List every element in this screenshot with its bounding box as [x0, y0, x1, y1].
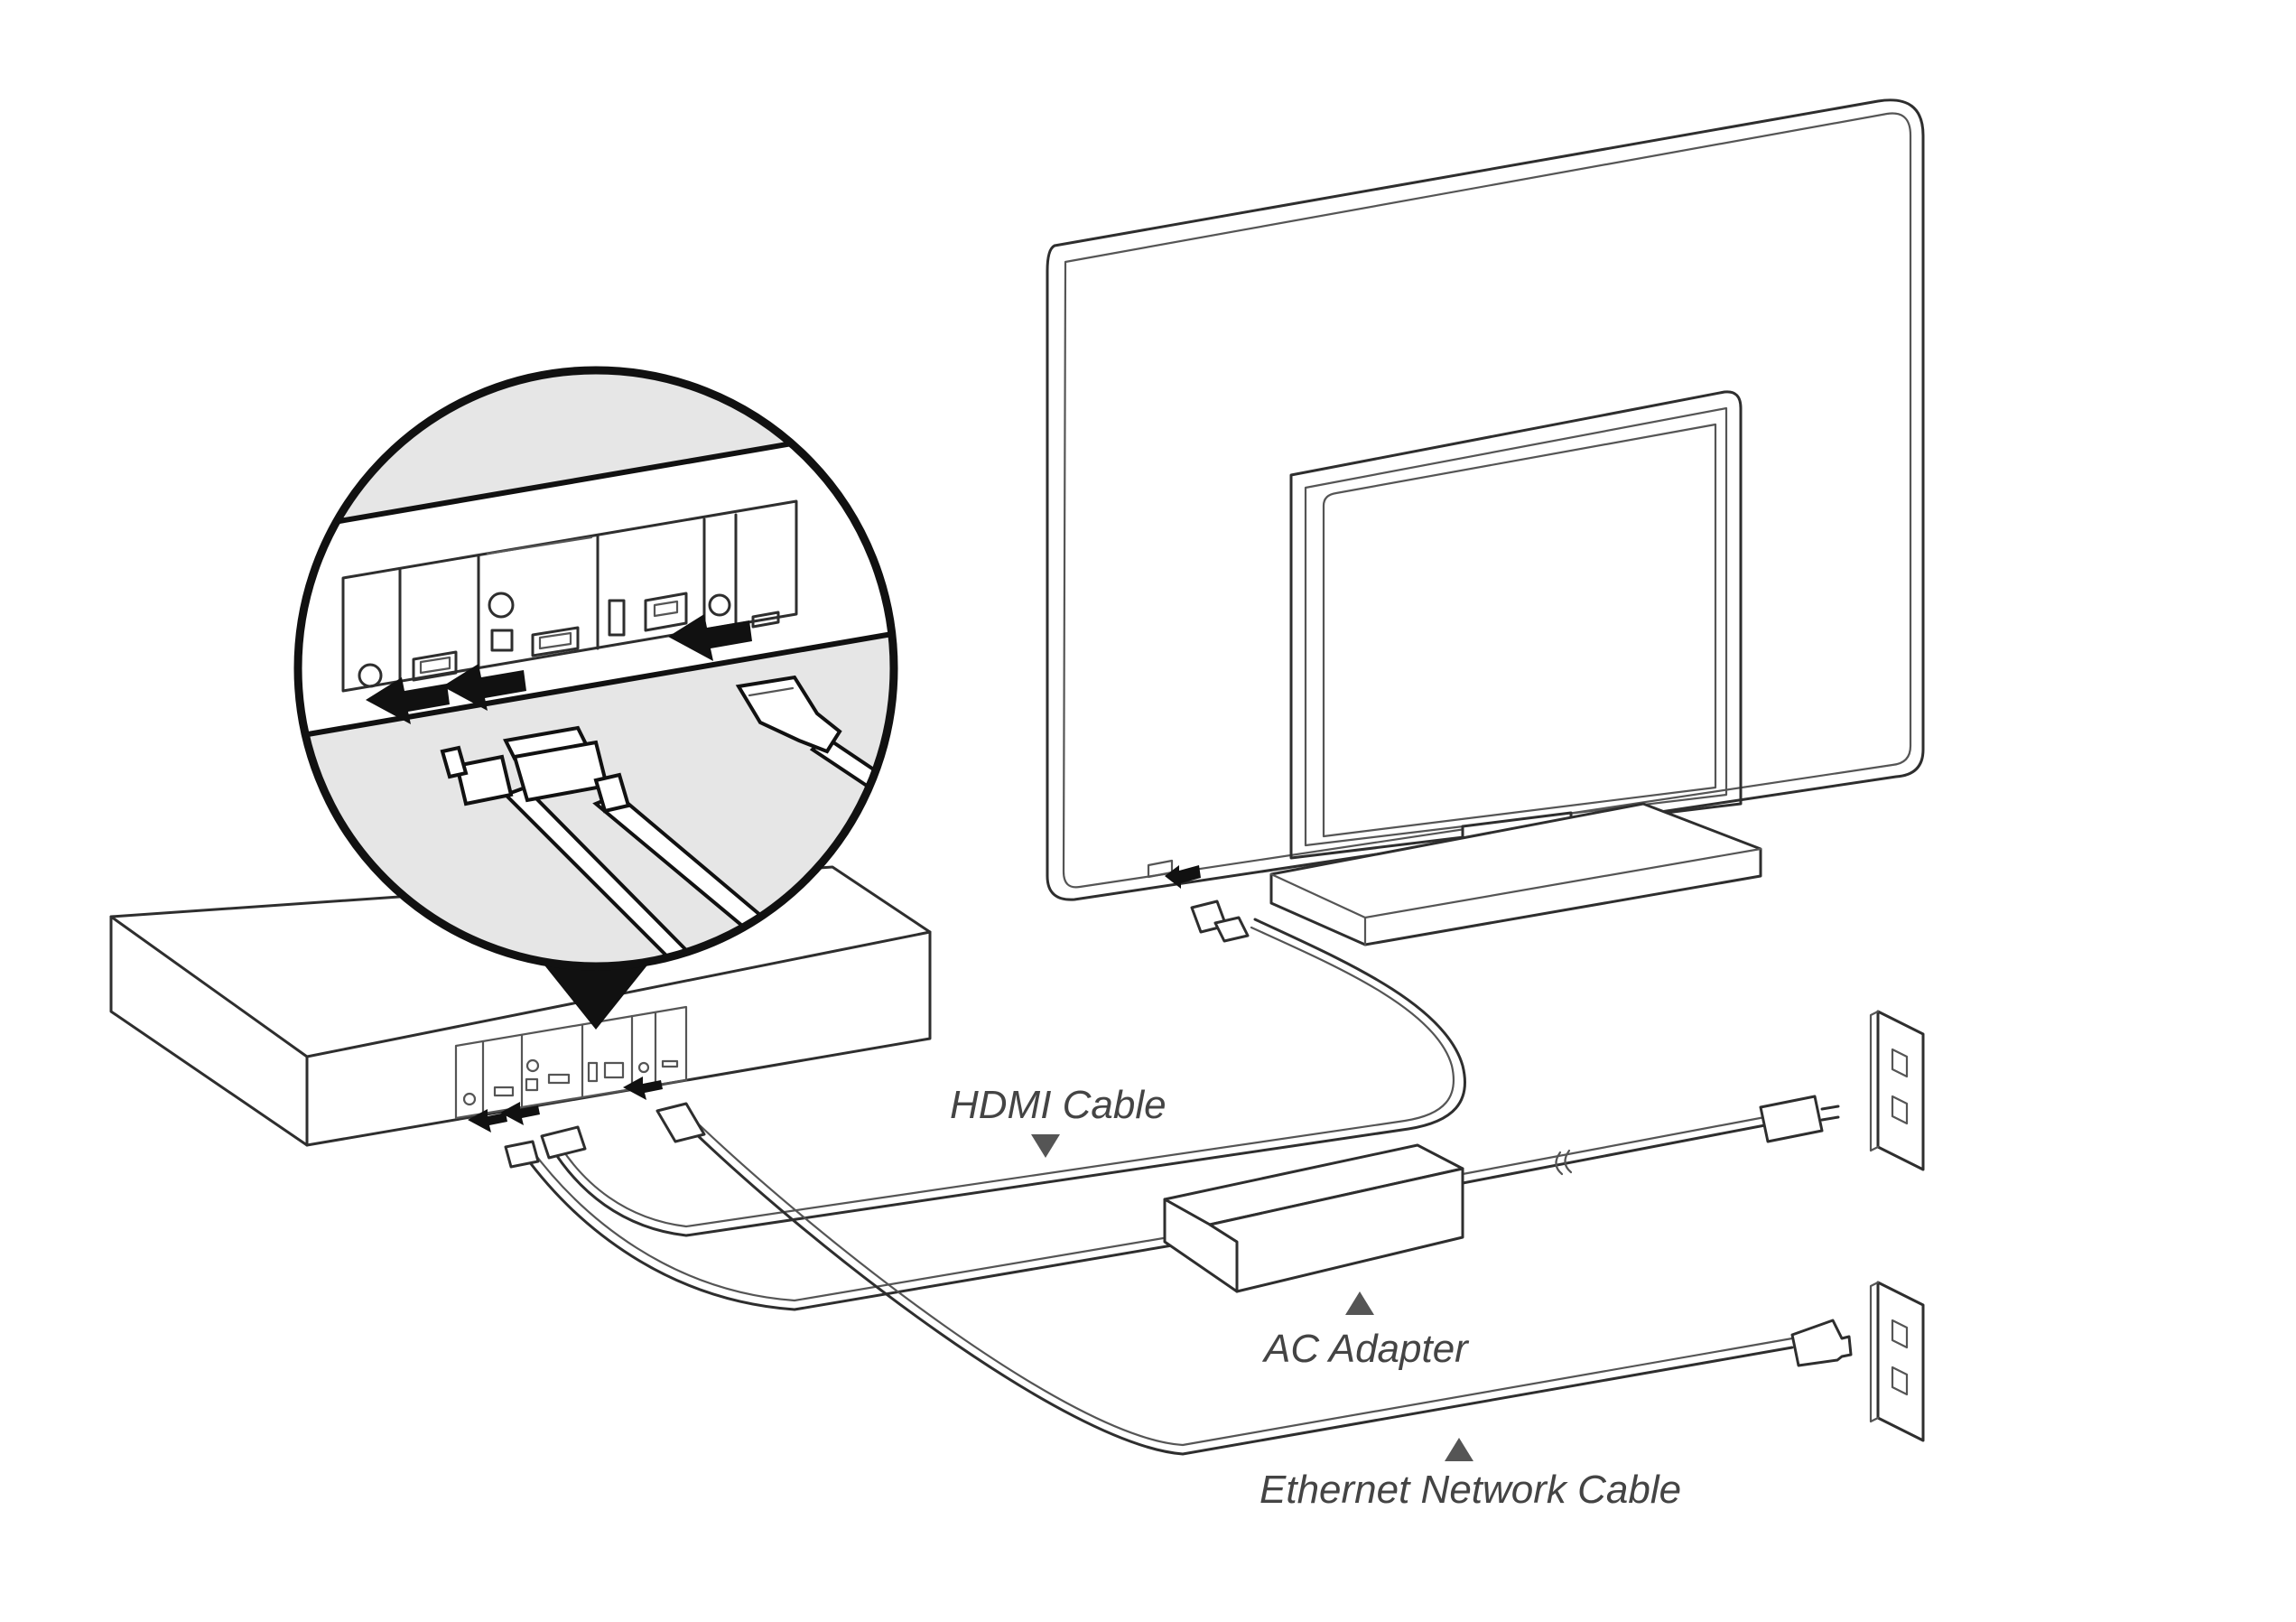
power-plug-box: [504, 1140, 540, 1169]
hdmi-plug-tv-collar: [1213, 916, 1250, 943]
zoom-port-panel: [341, 499, 798, 693]
box-usb-port: [587, 1061, 599, 1083]
zoom-power-plug-tip: [440, 745, 469, 779]
tv-inner-frame: [1062, 112, 1912, 889]
zoom-ethernet-port: [644, 592, 688, 632]
box-ethernet-port: [603, 1061, 625, 1079]
power-outlet: [1869, 1010, 1925, 1171]
box-rear-panel: [454, 1005, 688, 1120]
hdmi-cable-outer: [547, 918, 1466, 1237]
ethernet-cable-pointer-icon: [1445, 1438, 1473, 1461]
zoom-arrow-hdmi: [442, 664, 526, 711]
zoom-hdmi-in-port: [412, 650, 458, 682]
zoom-power-plug: [454, 754, 514, 806]
ethernet-cable-label: Ethernet Network Cable: [1260, 1468, 1681, 1512]
adapter-side: [1208, 1167, 1464, 1293]
power-outlet-edge: [1869, 1010, 1880, 1152]
zoom-micro-port: [751, 611, 780, 629]
port-arrows: [468, 865, 1201, 1133]
ethernet-cable-outer: [689, 1127, 1794, 1456]
zoom-power-jack: [358, 663, 383, 688]
tv-base-edge: [1269, 847, 1762, 946]
mains-plug-prongs: [1820, 1105, 1840, 1122]
box-rear-dividers: [481, 1011, 657, 1114]
zoom-usb-port: [608, 599, 626, 637]
ethernet-plug-box: [655, 1102, 706, 1143]
box-hdmi-out-port: [547, 1073, 571, 1085]
zoom-ethernet-clip: [748, 686, 795, 697]
tv-base: [1269, 802, 1762, 946]
hdmi-cable-pointer-icon: [1031, 1134, 1060, 1158]
power-outlet-sockets: [1891, 1048, 1909, 1125]
hdmi-cable-inner: [554, 926, 1455, 1228]
tv-monitor: [1046, 98, 1925, 946]
zoom-bottom-edge: [298, 629, 894, 743]
zoom-pointer-icon: [538, 957, 654, 1030]
mains-plug: [1759, 1095, 1824, 1143]
arrow-box-hdmi: [500, 1102, 540, 1125]
tv-back-panel-recess: [1322, 423, 1717, 838]
mains-cable-inner: [1461, 1114, 1771, 1176]
power-cable-outer: [522, 1152, 1185, 1311]
network-outlet-edge: [1869, 1281, 1880, 1423]
labels: HDMI Cable AC Adapter Ethernet Network C…: [950, 1083, 1681, 1512]
zoom-ethernet-inner: [653, 600, 679, 618]
cables: [522, 918, 1794, 1456]
hdmi-plug-box: [540, 1125, 587, 1160]
power-outlet-plate: [1876, 1010, 1925, 1171]
arrow-tv-hdmi: [1165, 865, 1201, 889]
zoom-arrow-ethernet: [668, 614, 752, 661]
box-power-jack: [462, 1092, 477, 1106]
hdmi-cable-label: HDMI Cable: [950, 1083, 1167, 1127]
mains-cable-break: [1555, 1149, 1573, 1176]
zoom-hdmi-out-inner: [538, 631, 572, 650]
box-optical-port: [525, 1077, 539, 1092]
zoom-ethernet-plug: [735, 675, 842, 754]
network-outlet-plate: [1876, 1281, 1925, 1442]
zoom-callout: [293, 366, 898, 1030]
zoom-hdmi-out-port: [531, 626, 580, 657]
mains-cable-outer: [1461, 1123, 1771, 1185]
zoom-panel-dividers: [398, 513, 738, 682]
box-hdmi-port: [493, 1086, 515, 1097]
zoom-hdmi-in-inner: [419, 656, 451, 675]
ethernet-plug-wall: [1790, 1319, 1853, 1367]
zoom-hdmi-plug-collar: [593, 772, 631, 814]
tv-back-panel: [1289, 390, 1743, 860]
zoom-panel-ridge: [486, 536, 593, 555]
box-micro-port: [661, 1059, 679, 1068]
box-reset-hole: [637, 1061, 650, 1074]
ac-adapter-pointer-icon: [1345, 1291, 1374, 1315]
power-cable-inner: [529, 1147, 1181, 1302]
zoom-optical-port: [490, 629, 514, 652]
tv-back-panel-inner: [1304, 406, 1728, 847]
ethernet-cable-inner: [698, 1123, 1794, 1447]
tv-outer-frame: [1046, 98, 1925, 901]
network-outlet-jacks: [1891, 1319, 1909, 1396]
ac-adapter-label: AC Adapter: [1261, 1327, 1470, 1371]
arrow-box-power: [468, 1109, 507, 1133]
zoom-reset-hole: [708, 593, 731, 617]
arrow-box-ethernet: [623, 1077, 663, 1100]
plugs: [504, 900, 1853, 1367]
zoom-circle-border: [293, 366, 898, 971]
ac-adapter: [1163, 1143, 1464, 1293]
box-front: [109, 915, 309, 1147]
network-outlet: [1869, 1281, 1925, 1442]
box-aux-jack: [525, 1058, 540, 1073]
zoom-audio-jack: [488, 592, 515, 619]
zoom-arrow-power: [366, 677, 450, 724]
